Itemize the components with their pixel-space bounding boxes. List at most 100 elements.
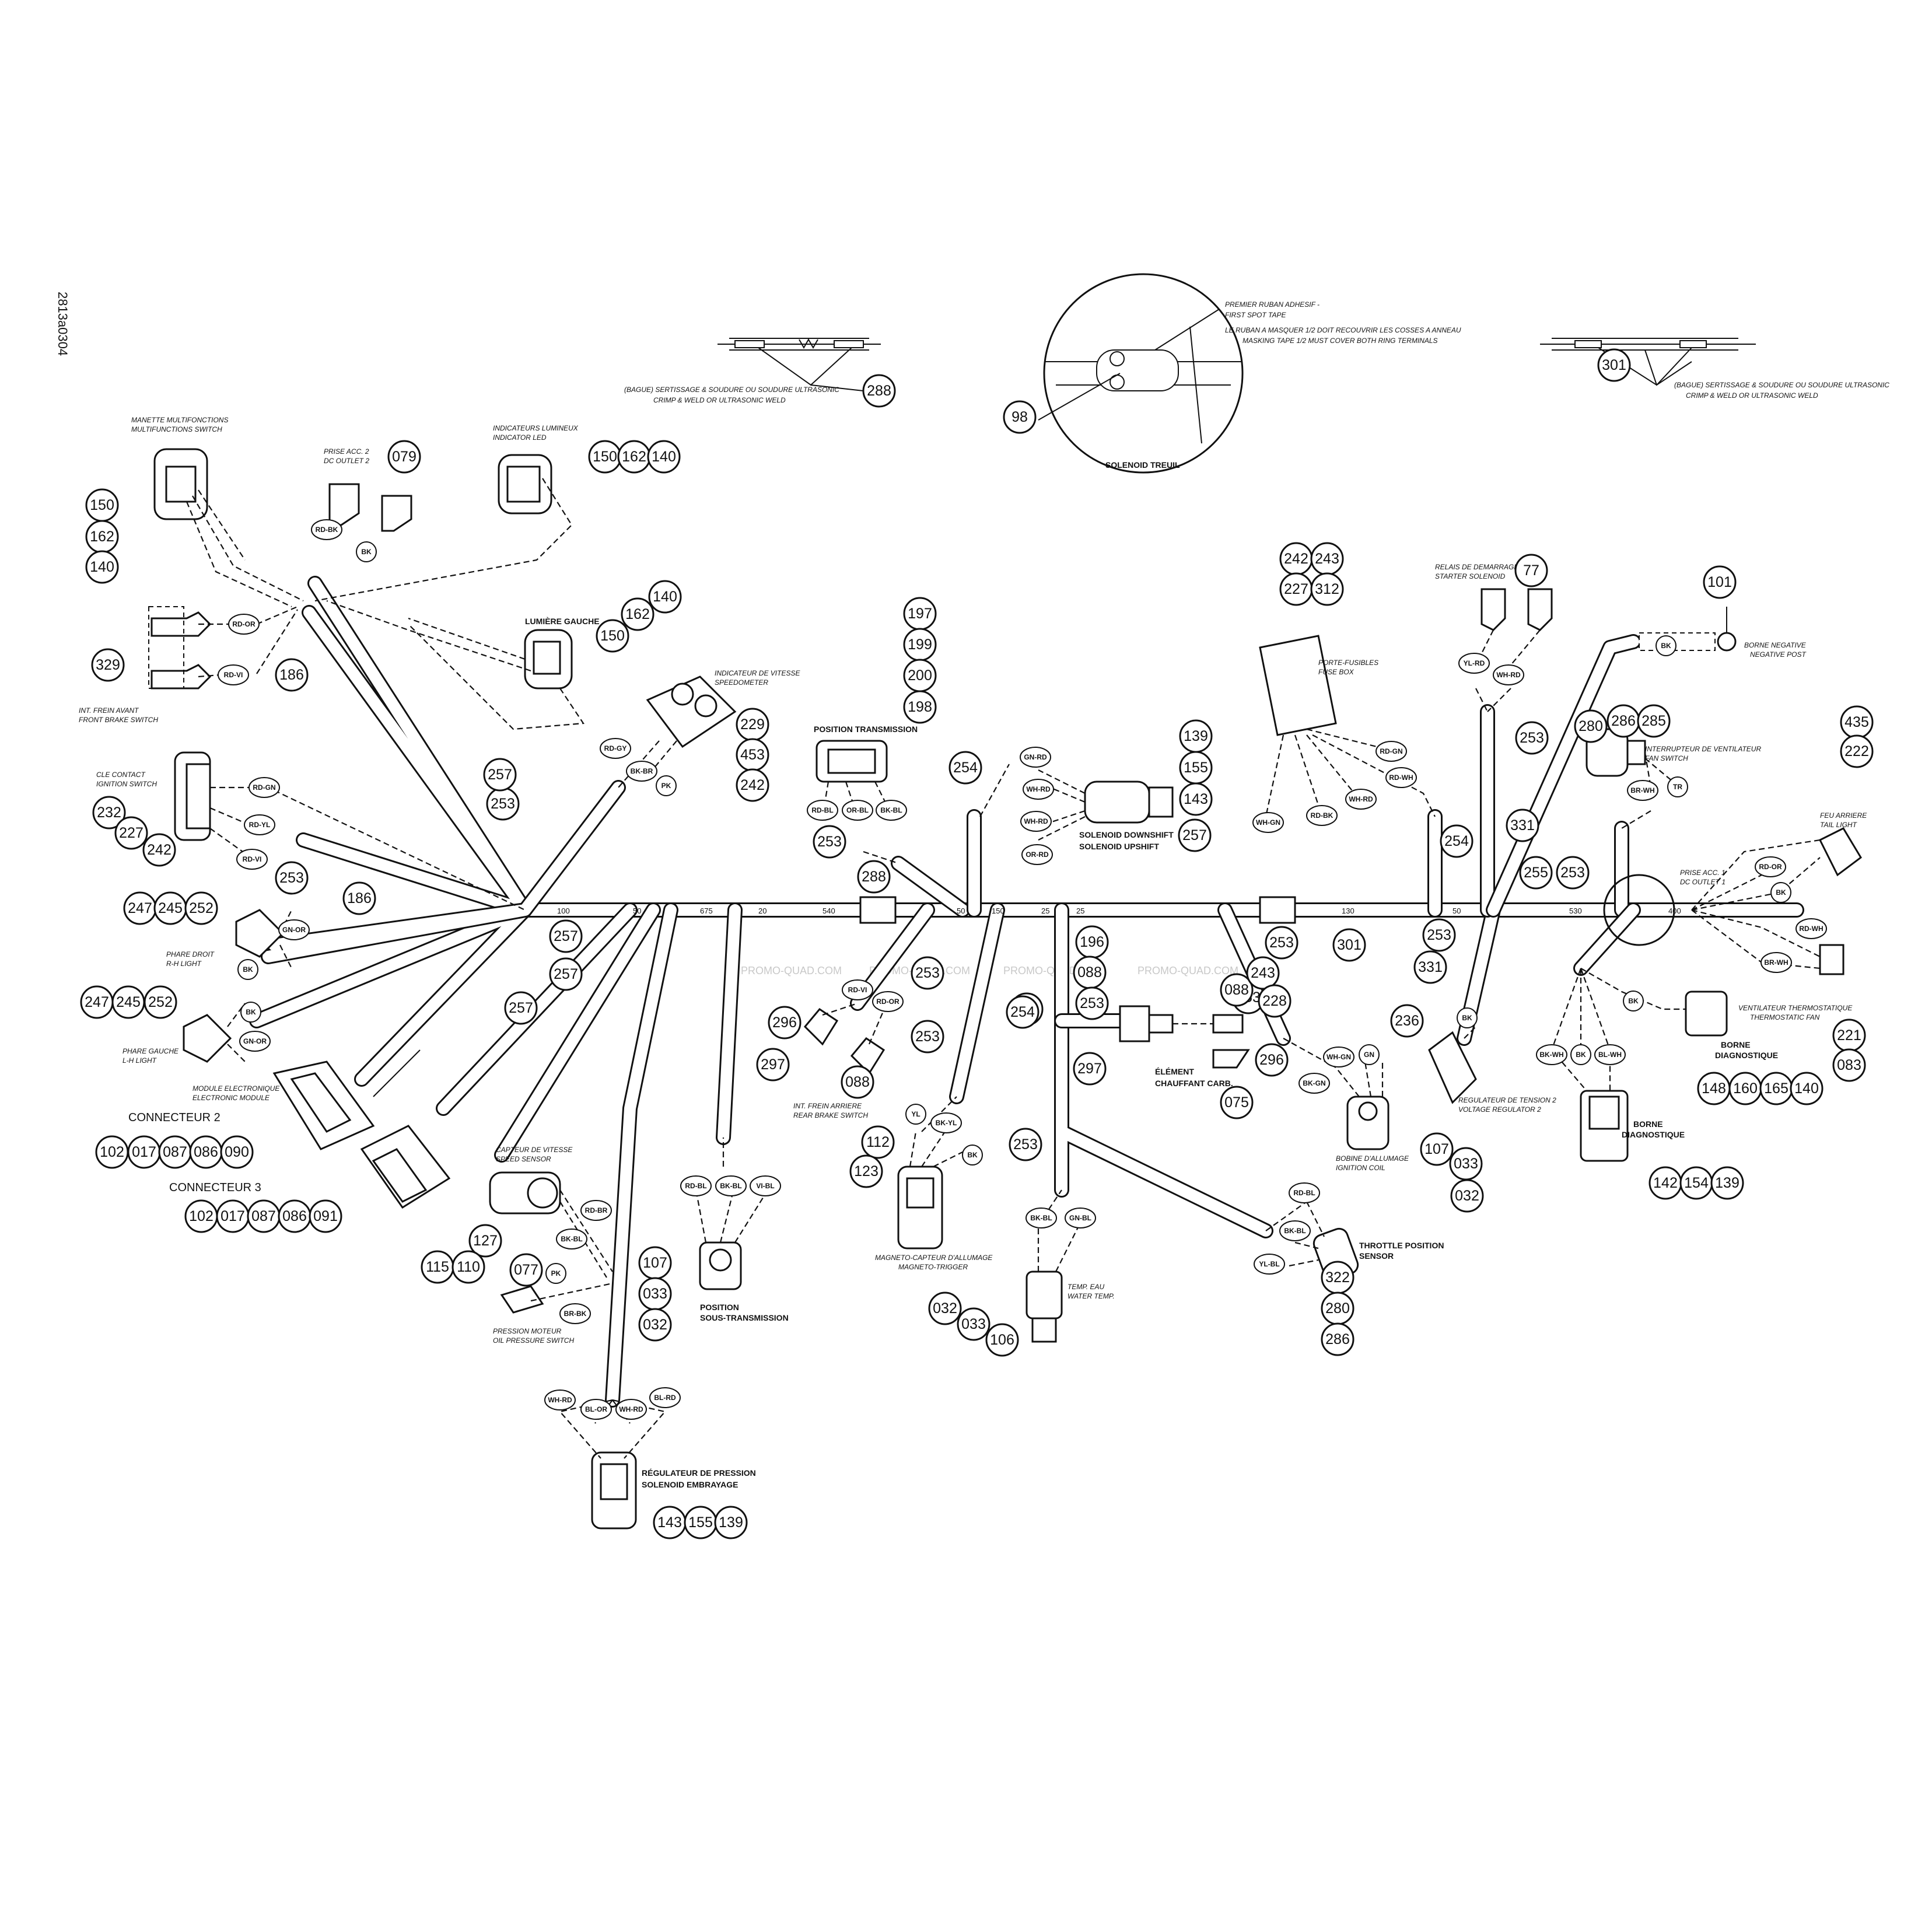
reference-bubble: 102 xyxy=(184,1199,218,1233)
svg-text:ELECTRONIC MODULE: ELECTRONIC MODULE xyxy=(192,1094,270,1102)
reference-bubble: 331 xyxy=(1506,808,1539,842)
svg-text:322: 322 xyxy=(1325,1269,1350,1286)
svg-text:139: 139 xyxy=(1715,1175,1740,1191)
svg-text:091: 091 xyxy=(313,1208,338,1224)
reference-bubble: 123 xyxy=(849,1154,883,1188)
svg-text:253: 253 xyxy=(817,834,842,850)
reference-bubble: 110 xyxy=(452,1250,485,1284)
wire-color-tag: GN-BL xyxy=(1065,1208,1096,1228)
svg-text:MULTIFUNCTIONS SWITCH: MULTIFUNCTIONS SWITCH xyxy=(131,425,222,433)
svg-text:162: 162 xyxy=(625,606,650,622)
svg-text:VOLTAGE REGULATOR 2: VOLTAGE REGULATOR 2 xyxy=(1458,1105,1541,1114)
svg-text:RD-BK: RD-BK xyxy=(1311,811,1334,820)
svg-text:PHARE DROIT: PHARE DROIT xyxy=(166,950,215,958)
reference-bubble: 254 xyxy=(1440,824,1474,858)
reference-bubble: 197 xyxy=(903,597,937,631)
reference-bubble: 255 xyxy=(1519,856,1553,890)
reference-bubble: 107 xyxy=(1420,1132,1454,1166)
svg-text:BR-WH: BR-WH xyxy=(1764,958,1788,967)
svg-text:RD-GY: RD-GY xyxy=(604,744,627,752)
reference-bubble: 322 xyxy=(1321,1261,1354,1294)
svg-text:RD-WH: RD-WH xyxy=(1389,774,1413,782)
reference-bubble: 033 xyxy=(957,1307,991,1341)
reference-bubble: 150 xyxy=(588,440,622,474)
svg-text:SOLENOID DOWNSHIFT: SOLENOID DOWNSHIFT xyxy=(1079,830,1174,839)
svg-text:252: 252 xyxy=(189,900,214,916)
wire-color-tag: RD-GN xyxy=(249,777,280,798)
diagnostic-connector-b xyxy=(1550,968,1629,1162)
reference-bubble: 143 xyxy=(1179,782,1213,816)
svg-text:453: 453 xyxy=(740,747,765,763)
svg-text:245: 245 xyxy=(116,994,141,1010)
solenoid-downshift xyxy=(979,764,1174,841)
svg-text:257: 257 xyxy=(509,1000,533,1016)
rear-brake-switch xyxy=(803,1002,888,1075)
reference-bubble: 247 xyxy=(123,891,157,925)
svg-text:107: 107 xyxy=(1424,1141,1449,1157)
reference-bubble: 329 xyxy=(91,648,125,682)
svg-text:OR-RD: OR-RD xyxy=(1026,850,1049,859)
svg-text:CRIMP & WELD OR ULTRASONIC WEL: CRIMP & WELD OR ULTRASONIC WELD xyxy=(653,396,786,404)
reference-bubble: 154 xyxy=(1679,1166,1713,1200)
wire-color-tag: RD-OR xyxy=(872,991,904,1012)
svg-text:RD-WH: RD-WH xyxy=(1799,925,1823,933)
reference-bubble: 087 xyxy=(247,1199,281,1233)
connector-3-title: CONNECTEUR 3 xyxy=(169,1181,261,1194)
svg-text:329: 329 xyxy=(96,657,120,673)
wire-color-tag: RD-BR xyxy=(580,1200,612,1221)
wire-color-tag: BR-WH xyxy=(1760,952,1792,973)
reference-bubble: 086 xyxy=(189,1135,223,1169)
svg-text:112: 112 xyxy=(866,1134,890,1150)
negative-post xyxy=(1639,607,1737,652)
splice-box-288 xyxy=(859,896,897,924)
svg-text:INDICATEUR DE VITESSE: INDICATEUR DE VITESSE xyxy=(715,669,800,677)
wire-color-tag: BK-BL xyxy=(715,1175,747,1196)
svg-text:77: 77 xyxy=(1523,562,1539,579)
svg-text:331: 331 xyxy=(1418,959,1443,975)
svg-text:301: 301 xyxy=(1602,357,1626,373)
reference-bubble: 288 xyxy=(862,374,896,408)
svg-text:100: 100 xyxy=(557,907,570,915)
reference-bubble: 253 xyxy=(1075,986,1109,1020)
reference-bubble: 107 xyxy=(638,1246,672,1280)
svg-text:DIAGNOSTIQUE: DIAGNOSTIQUE xyxy=(1622,1130,1685,1139)
svg-text:BK-BL: BK-BL xyxy=(880,806,902,814)
svg-text:BK: BK xyxy=(361,548,372,556)
svg-text:033: 033 xyxy=(1454,1156,1478,1172)
svg-text:139: 139 xyxy=(719,1514,743,1531)
reference-bubble: 155 xyxy=(684,1506,718,1539)
reference-bubble: 088 xyxy=(1220,973,1254,1007)
magneto-trigger xyxy=(897,1096,969,1250)
reference-bubble: 032 xyxy=(928,1292,962,1325)
svg-text:SOLENOID TREUIL: SOLENOID TREUIL xyxy=(1105,460,1180,470)
wire-color-tag: GN-OR xyxy=(278,919,310,940)
svg-text:257: 257 xyxy=(554,928,578,944)
svg-text:BK: BK xyxy=(1628,997,1639,1005)
reference-bubble: 288 xyxy=(857,860,891,894)
reference-bubble: 252 xyxy=(144,985,177,1019)
reference-bubble: 139 xyxy=(1710,1166,1744,1200)
svg-text:253: 253 xyxy=(491,796,515,812)
reference-bubble: 162 xyxy=(621,597,654,631)
svg-text:SENSOR: SENSOR xyxy=(1359,1251,1394,1261)
svg-text:236: 236 xyxy=(1395,1013,1419,1029)
svg-text:LUMIÈRE GAUCHE: LUMIÈRE GAUCHE xyxy=(525,617,600,626)
reference-bubble: 253 xyxy=(275,861,309,895)
reference-bubble: 254 xyxy=(949,751,982,785)
wire-color-tag: RD-GY xyxy=(600,738,631,759)
svg-text:GN-RD: GN-RD xyxy=(1024,753,1047,761)
reference-bubble: 032 xyxy=(1450,1179,1484,1213)
wire-color-tag: WH-RD xyxy=(1345,789,1377,810)
svg-text:IGNITION COIL: IGNITION COIL xyxy=(1336,1164,1385,1172)
svg-text:BK: BK xyxy=(967,1151,978,1159)
svg-text:297: 297 xyxy=(1077,1060,1102,1077)
svg-text:FEU ARRIERE: FEU ARRIERE xyxy=(1820,811,1867,820)
svg-text:150: 150 xyxy=(992,907,1005,915)
wire-color-tag: BK-BL xyxy=(876,800,907,821)
wire-color-tag: GN xyxy=(1359,1044,1380,1065)
wire-color-tag: RD-BL xyxy=(680,1175,712,1196)
reference-bubble: 236 xyxy=(1390,1004,1424,1038)
reference-bubble: 242 xyxy=(1279,542,1313,576)
reference-bubble: 139 xyxy=(714,1506,748,1539)
svg-text:150: 150 xyxy=(600,628,625,644)
